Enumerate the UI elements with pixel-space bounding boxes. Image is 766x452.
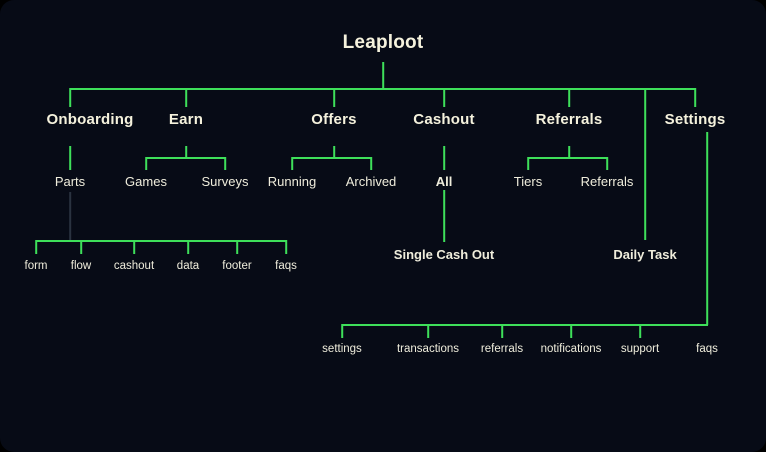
edge-bus-to-earn [185, 88, 187, 107]
node-cashout[interactable]: Cashout [413, 111, 475, 128]
node-referrals[interactable]: Referrals [535, 111, 603, 128]
edge-bus-to-offers [333, 88, 335, 107]
leaf-notifications[interactable]: notifications [540, 343, 602, 355]
node-referrals-child[interactable]: Referrals [580, 174, 634, 189]
node-parts[interactable]: Parts [54, 174, 86, 189]
node-tiers[interactable]: Tiers [513, 174, 543, 189]
node-archived[interactable]: Archived [345, 174, 397, 189]
edge-leaf-to-footer [236, 240, 238, 254]
edge-settings-to-notifications [570, 324, 572, 338]
edge-earn-to-games [145, 157, 147, 170]
node-all[interactable]: All [435, 174, 453, 189]
edge-settings-to-referrals [501, 324, 503, 338]
edge-settings-to-transactions [427, 324, 429, 338]
leaf-data[interactable]: data [176, 260, 200, 272]
node-root[interactable]: Leaploot [342, 32, 424, 53]
edge-leaf-to-flow [80, 240, 82, 254]
edge-referrals-to-referrals [606, 157, 608, 170]
edge-leaf-to-cashout [133, 240, 135, 254]
edge-settings-to-settings [341, 324, 343, 338]
edge-bus-to-cashout [443, 88, 445, 107]
edge-offers-bus [292, 157, 372, 159]
edge-cashout-to-all [443, 146, 445, 170]
edge-parts-stem [69, 192, 71, 240]
edge-earn-to-surveys [224, 157, 226, 170]
edge-leaf-to-data [187, 240, 189, 254]
edge-settings-to-leaf-bus [706, 132, 708, 325]
leaf-support[interactable]: support [620, 343, 660, 355]
node-earn[interactable]: Earn [168, 111, 204, 128]
edge-offers-to-archived [370, 157, 372, 170]
edge-bus-to-referrals [568, 88, 570, 107]
node-daily-task[interactable]: Daily Task [613, 247, 677, 262]
edge-leaf-to-faqs [285, 240, 287, 254]
edge-referrals-to-tiers [527, 157, 529, 170]
edge-settings-leaf-bus [342, 324, 708, 326]
leaf-form[interactable]: form [24, 260, 48, 272]
edge-bus-to-daily-task [644, 88, 646, 240]
edge-referrals-bus [528, 157, 608, 159]
leaf-referrals[interactable]: referrals [480, 343, 524, 355]
leaf-footer[interactable]: footer [222, 260, 252, 272]
edge-referrals-stem [568, 146, 570, 158]
node-onboarding[interactable]: Onboarding [46, 111, 134, 128]
leaf-settings[interactable]: settings [322, 343, 362, 355]
leaf-flow[interactable]: flow [70, 260, 92, 272]
edge-leaf-to-form [35, 240, 37, 254]
edge-bus-to-onboarding [69, 88, 71, 107]
node-offers[interactable]: Offers [311, 111, 357, 128]
leaf-faqs[interactable]: faqs [275, 260, 297, 272]
edge-level1-bus [70, 88, 696, 90]
node-surveys[interactable]: Surveys [201, 174, 249, 189]
edge-bus-to-settings [694, 88, 696, 107]
edge-earn-bus [146, 157, 226, 159]
edge-onboarding-to-parts [69, 146, 71, 170]
leaf-cashout[interactable]: cashout [113, 260, 155, 272]
edge-settings-to-support [639, 324, 641, 338]
edge-earn-stem [185, 146, 187, 158]
edge-offers-to-running [291, 157, 293, 170]
edge-all-to-single-cash-out [443, 190, 445, 242]
node-single-cash-out[interactable]: Single Cash Out [393, 247, 495, 262]
node-games[interactable]: Games [125, 174, 167, 189]
edge-root-stem [382, 62, 384, 89]
edge-onboarding-leaf-bus [36, 240, 286, 242]
node-settings[interactable]: Settings [664, 111, 726, 128]
leaf-transactions[interactable]: transactions [396, 343, 460, 355]
node-running[interactable]: Running [267, 174, 317, 189]
leaf-settings-faqs[interactable]: faqs [696, 343, 718, 355]
edge-offers-stem [333, 146, 335, 158]
